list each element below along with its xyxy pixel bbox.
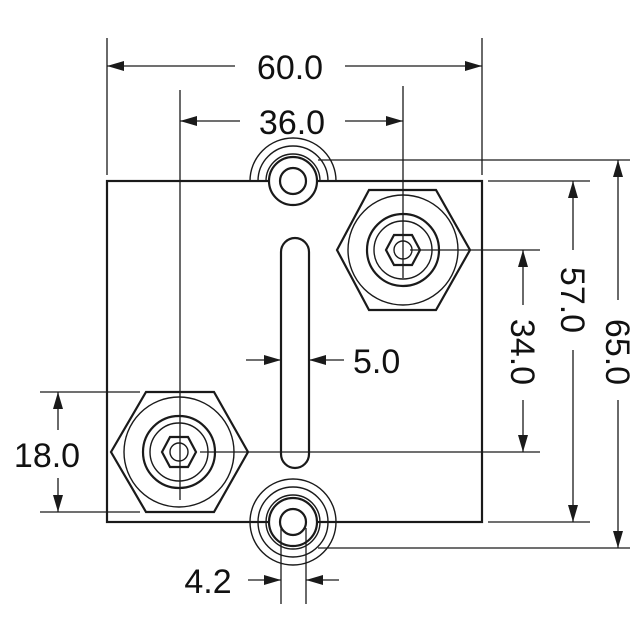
- dimension-lower-terminal: 18.0: [14, 392, 80, 512]
- center-slot: [279, 236, 311, 470]
- dimension-slot-width: 5.0: [246, 340, 400, 381]
- extension-lines: [40, 38, 630, 604]
- dimension-overall-height: 65.0: [598, 160, 636, 548]
- label-4-2: 4.2: [184, 563, 231, 601]
- dimension-body-height: 57.0: [553, 181, 591, 522]
- label-57: 57.0: [553, 267, 591, 333]
- label-34: 34.0: [503, 319, 541, 385]
- label-5: 5.0: [353, 343, 400, 381]
- dimension-terminal-spacing: 36.0: [180, 104, 403, 142]
- label-18: 18.0: [14, 437, 80, 475]
- label-65: 65.0: [598, 319, 636, 385]
- dimension-mounting-hole: 4.2: [184, 563, 339, 601]
- label-60: 60.0: [257, 49, 323, 87]
- dimension-overall-width: 60.0: [107, 49, 482, 87]
- label-36: 36.0: [259, 104, 325, 142]
- dimension-terminal-offset: 34.0: [503, 250, 541, 452]
- top-mounting-boss: [249, 137, 337, 207]
